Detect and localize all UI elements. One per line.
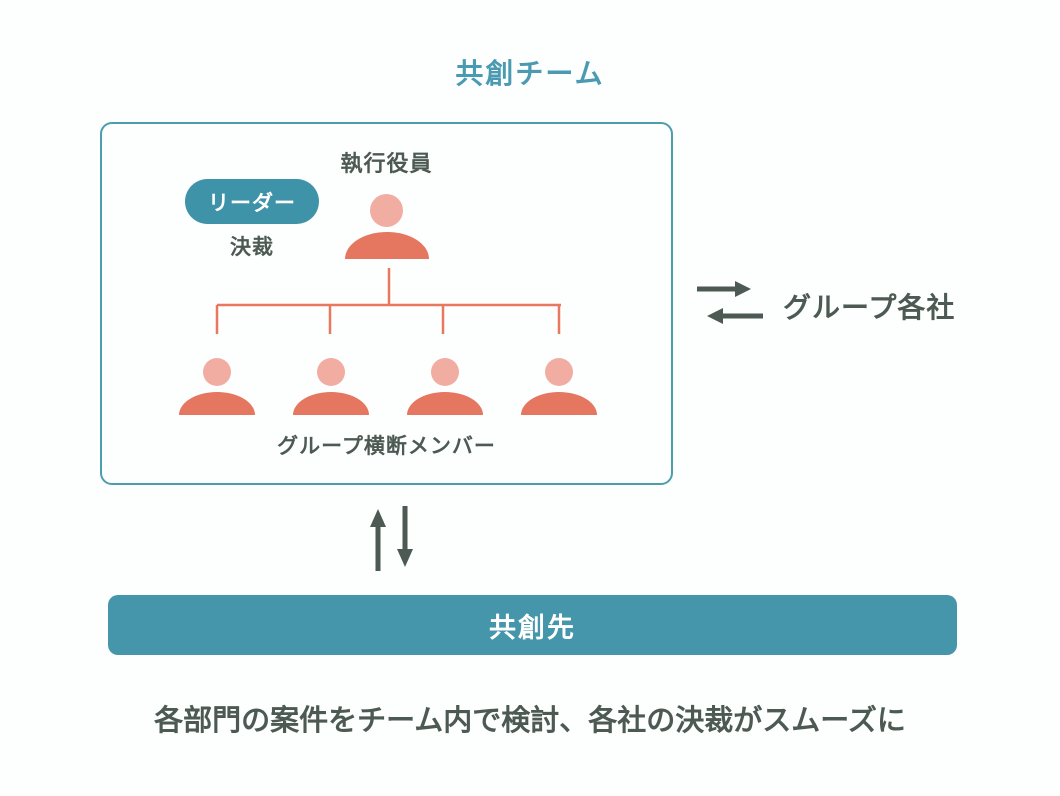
member-person-icon bbox=[407, 358, 483, 415]
caption-text: 各部門の案件をチーム内で検討、各社の決裁がスムーズに bbox=[154, 705, 906, 737]
person-body bbox=[179, 392, 255, 415]
leader-badge: リーダー bbox=[185, 179, 319, 224]
executive-label: 執行役員 bbox=[340, 151, 433, 176]
members-row bbox=[179, 358, 597, 415]
member-person-icon bbox=[521, 358, 597, 415]
person-body bbox=[293, 392, 369, 415]
bidirectional-vertical-arrows-icon bbox=[370, 506, 413, 571]
member-person-icon bbox=[293, 358, 369, 415]
members-label: グループ横断メンバー bbox=[277, 435, 496, 458]
member-person-icon bbox=[179, 358, 255, 415]
person-head bbox=[317, 358, 345, 386]
person-head bbox=[545, 358, 573, 386]
person-head bbox=[431, 358, 459, 386]
page-title: 共創チーム bbox=[455, 58, 605, 89]
person-body bbox=[344, 232, 429, 259]
person-body bbox=[521, 392, 597, 415]
co-creation-team-box: 執行役員 リーダー 決裁 グループ横断メンバー bbox=[100, 122, 673, 485]
partner-banner: 共創先 bbox=[108, 595, 957, 655]
person-head bbox=[203, 358, 231, 386]
group-companies-label: グループ各社 bbox=[783, 292, 956, 323]
org-tree-connector bbox=[215, 268, 561, 334]
approval-label: 決裁 bbox=[230, 236, 274, 259]
person-body bbox=[407, 392, 483, 415]
person-head bbox=[370, 194, 403, 227]
executive-person-icon bbox=[344, 194, 429, 259]
bidirectional-horizontal-arrows-icon bbox=[697, 281, 763, 324]
